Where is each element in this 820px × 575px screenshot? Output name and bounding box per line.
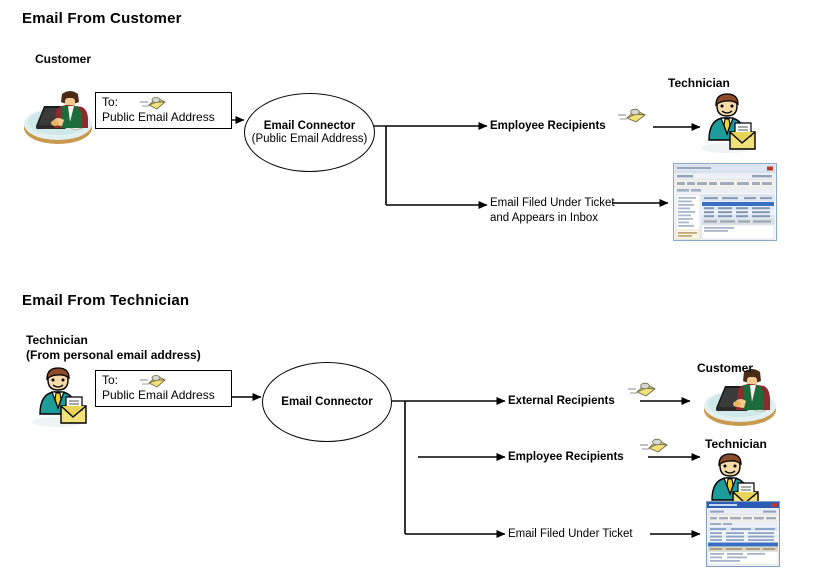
section-2-connector-line1: Email Connector: [281, 396, 373, 408]
section-2-message-box: To: Public Email Address: [95, 370, 232, 407]
app-window-screenshot: [673, 163, 777, 241]
section-2-branch-2-target-label: Technician: [705, 437, 767, 451]
section-2-branch-3-label: Email Filed Under Ticket: [508, 528, 633, 540]
section-1-message-box-line2: Public Email Address: [102, 110, 215, 124]
section-1-title: Email From Customer: [22, 10, 182, 27]
section-2-branch-2-label: Employee Recipients: [508, 451, 624, 463]
section-1-source-label: Customer: [35, 52, 92, 66]
section-1-branch-2-label-line1: Email Filed Under Ticket: [490, 197, 615, 209]
app-window-screenshot: [706, 501, 780, 567]
section-1-email-connector: Email Connector (Public Email Address): [244, 93, 375, 172]
section-1-message-box: To: Public Email Address: [95, 92, 232, 129]
flying-envelope-icon: [140, 374, 166, 393]
customer-laptop-icon: [696, 358, 780, 428]
section-1-connector-line1: Email Connector: [263, 120, 356, 132]
section-2-branch-1-target-label: Customer: [697, 361, 754, 375]
section-2-title: Email From Technician: [22, 292, 190, 309]
technician-envelope-icon: [28, 366, 92, 428]
section-2-branch-1-label: External Recipients: [508, 395, 615, 407]
section-1-branch-2-label-line2: and Appears in Inbox: [490, 212, 599, 224]
section-1-message-box-line1: To:: [102, 95, 119, 109]
section-2-email-connector: Email Connector: [262, 362, 392, 442]
flying-envelope-icon: [640, 437, 668, 458]
flying-envelope-icon: [140, 96, 166, 115]
flying-envelope-icon: [618, 107, 646, 128]
technician-envelope-icon: [697, 92, 761, 154]
customer-laptop-icon: [18, 76, 96, 148]
section-1-branch-1-target-label: Technician: [668, 76, 730, 90]
flying-envelope-icon: [628, 381, 656, 402]
section-2-message-box-line1: To:: [102, 373, 119, 387]
section-1-connector-line2: (Public Email Address): [251, 133, 368, 145]
section-2-source-label-line2: (From personal email address): [26, 348, 201, 362]
section-2-source-label-line1: Technician: [26, 333, 88, 347]
section-1-branch-1-label: Employee Recipients: [490, 120, 606, 132]
section-2-message-box-line2: Public Email Address: [102, 388, 215, 402]
